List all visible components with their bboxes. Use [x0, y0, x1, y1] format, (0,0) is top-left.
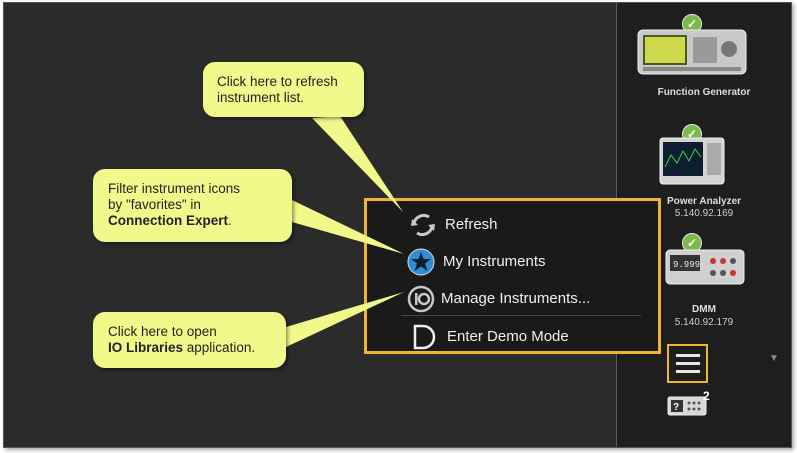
dmm-icon: 9.999	[665, 249, 745, 285]
menu-item-demo-mode[interactable]: Enter Demo Mode	[367, 319, 658, 355]
connected-check-icon: ✓	[682, 14, 702, 34]
callout-text-line3: Connection Expert.	[108, 213, 232, 229]
callout-text: .	[228, 213, 232, 228]
instrument-name: DMM	[692, 304, 716, 315]
instrument-address: 5.140.92.179	[674, 317, 734, 328]
callout-text: Filter instrument icons	[108, 181, 241, 196]
callout-filter: Filter instrument icons by "favorites" i…	[93, 169, 292, 242]
callout-text-line2: IO Libraries application.	[108, 340, 255, 356]
menu-item-refresh[interactable]: Refresh	[367, 207, 658, 243]
hamburger-menu-button[interactable]	[667, 344, 708, 383]
svg-text:9.999: 9.999	[673, 260, 700, 270]
hamburger-bar	[676, 362, 700, 365]
instrument-address: 5.140.92.169	[674, 208, 734, 219]
callout-text: Click here to refresh	[217, 74, 338, 89]
power-analyzer-icon	[659, 137, 725, 185]
callout-text: by "favorites" in	[108, 197, 201, 212]
io-icon	[407, 285, 435, 313]
context-menu: Refresh My Instruments Manage Instrument…	[364, 198, 661, 354]
instrument-name: Power Analyzer	[666, 196, 742, 207]
instrument-tile-power-analyzer[interactable]: ✓ Power Analyzer 5.140.92.169	[617, 121, 791, 221]
callout-text: instrument list.	[217, 90, 305, 105]
star-icon	[407, 248, 435, 276]
function-generator-icon	[637, 29, 747, 75]
callout-bold-text: IO Libraries	[108, 340, 184, 355]
menu-item-label: Enter Demo Mode	[447, 328, 569, 345]
instrument-panel: ✓ Function Generator ✓ Power Analyzer 5.…	[617, 3, 791, 447]
chevron-down-icon[interactable]: ▼	[769, 353, 779, 364]
callout-io: Click here to open IO Libraries applicat…	[93, 312, 286, 368]
hamburger-bar	[676, 354, 700, 357]
svg-text:?: ?	[673, 402, 679, 413]
menu-item-label: My Instruments	[443, 253, 546, 270]
refresh-icon	[411, 214, 435, 236]
callout-text: Click here to open	[108, 324, 217, 339]
callout-refresh: Click here to refresh instrument list.	[203, 62, 364, 117]
instrument-name: Function Generator	[657, 87, 751, 98]
menu-item-manage-instruments[interactable]: Manage Instruments...	[367, 281, 658, 317]
demo-mode-icon	[413, 324, 436, 350]
menu-separator	[401, 315, 641, 316]
callout-bold-text: Connection Expert	[108, 213, 229, 228]
instrument-count-badge: 2	[703, 389, 710, 403]
menu-item-my-instruments[interactable]: My Instruments	[367, 244, 658, 280]
instrument-tile-function-generator[interactable]: ✓ Function Generator	[617, 3, 791, 103]
menu-item-label: Refresh	[445, 216, 498, 233]
callout-text: application.	[183, 340, 256, 355]
menu-item-label: Manage Instruments...	[441, 290, 591, 307]
instrument-count-icon[interactable]: ?	[667, 391, 707, 417]
instrument-tile-dmm[interactable]: ✓ 9.999 DMM 5.140.92.179	[617, 231, 791, 331]
hamburger-bar	[676, 370, 700, 373]
